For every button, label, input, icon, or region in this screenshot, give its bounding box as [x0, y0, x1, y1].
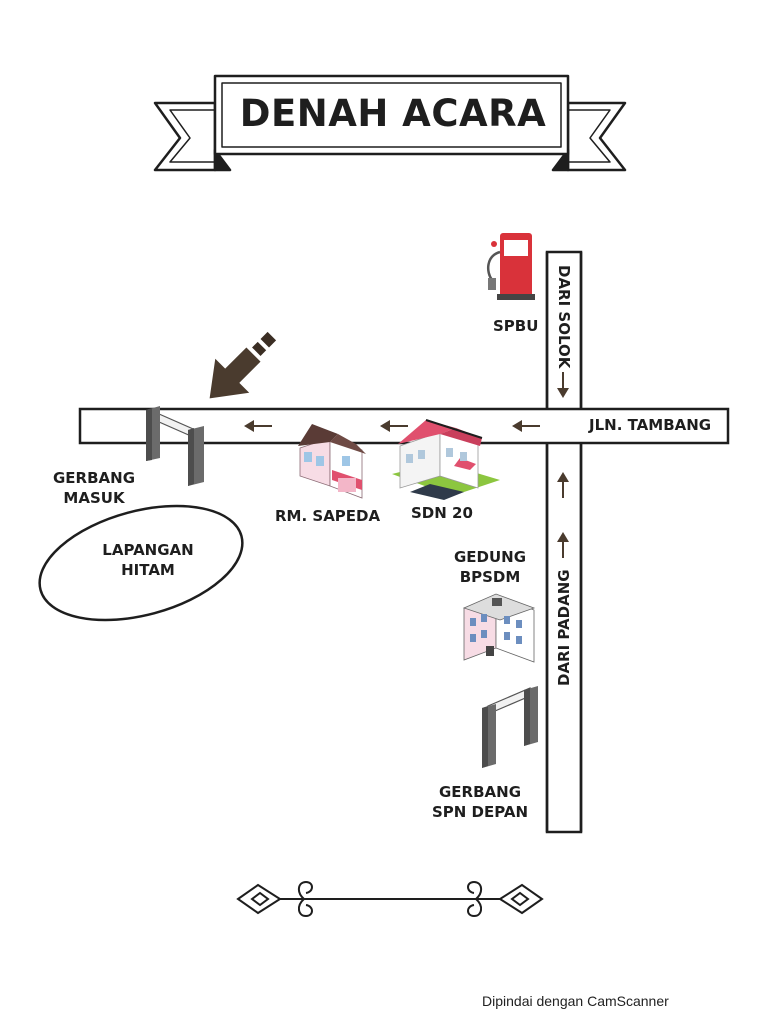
label-lapangan-line1: LAPANGAN: [102, 541, 194, 559]
decorative-divider: [236, 880, 544, 918]
label-gedung-line1: GEDUNG: [453, 548, 527, 566]
label-gedung-line2: BPSDM: [459, 568, 521, 586]
office-building-icon: [462, 593, 536, 663]
fuel-pump-icon: [486, 233, 535, 300]
house-icon: [298, 424, 366, 499]
road-label-jln-tambang: JLN. TAMBANG: [589, 416, 712, 434]
direction-arrow-icon: [512, 420, 540, 432]
label-spbu: SPBU: [493, 317, 539, 335]
scanner-watermark: Dipindai dengan CamScanner: [482, 993, 669, 1009]
school-building-icon: [392, 419, 500, 500]
label-gerbang-masuk-line2: MASUK: [63, 489, 125, 507]
label-gerbang-masuk: GERBANG MASUK: [44, 468, 144, 508]
label-rm-sapeda: RM. SAPEDA: [275, 507, 381, 525]
road-label-dari-padang: DARI PADANG: [555, 569, 573, 686]
label-sdn-20: SDN 20: [411, 504, 473, 522]
label-gerbang-spn-line1: GERBANG: [438, 783, 522, 801]
direction-arrow-icon: [380, 420, 408, 432]
road-edges: [545, 252, 583, 832]
label-gerbang-spn-line2: SPN DEPAN: [431, 803, 529, 821]
direction-arrow-icon: [557, 472, 569, 498]
destination-arrow-icon: [209, 331, 277, 399]
lapangan-hitam-field: [38, 504, 244, 622]
page-title: DENAH ACARA: [239, 92, 547, 135]
direction-arrow-icon: [557, 372, 569, 398]
gate-icon: [146, 406, 204, 486]
label-lapangan-hitam: LAPANGAN HITAM: [88, 540, 208, 580]
road-label-dari-solok: DARI SOLOK: [555, 265, 573, 369]
title-ribbon: [153, 74, 627, 172]
label-gerbang-masuk-line1: GERBANG: [52, 469, 136, 487]
label-lapangan-line2: HITAM: [121, 561, 175, 579]
gate-icon: [482, 686, 538, 768]
label-gerbang-spn-depan: GERBANG SPN DEPAN: [420, 782, 540, 822]
label-gedung-bpsdm: GEDUNG BPSDM: [440, 547, 540, 587]
direction-arrow-icon: [244, 420, 272, 432]
direction-arrow-icon: [557, 532, 569, 558]
direction-arrows: [244, 372, 569, 558]
